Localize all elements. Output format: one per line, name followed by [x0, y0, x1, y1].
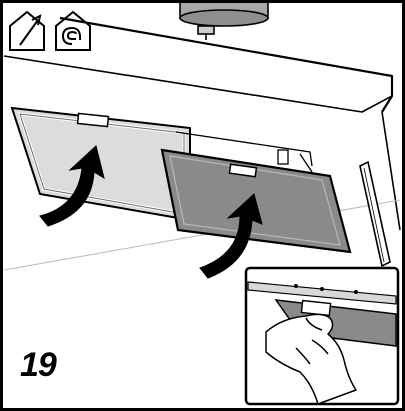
insert-arrow-right [199, 193, 263, 279]
left-panel-handle [76, 112, 110, 128]
side-rail [359, 160, 391, 268]
inset-panel-handle [300, 299, 332, 317]
vented-house-icon [9, 10, 45, 51]
insert-arrow-left [39, 145, 105, 227]
chimney-duct [179, 3, 269, 40]
hand [265, 313, 357, 405]
recirculating-house-icon [55, 10, 91, 51]
detail-inset [244, 266, 400, 406]
right-panel-handle [228, 163, 258, 178]
filter-frame [175, 131, 313, 173]
step-number: 19 [20, 346, 57, 384]
